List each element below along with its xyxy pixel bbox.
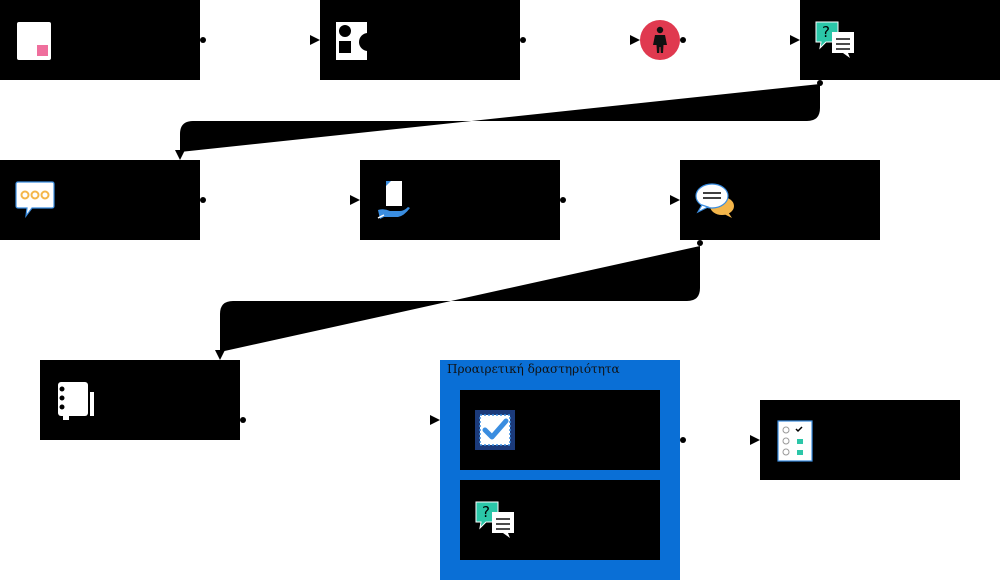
optional-activity-group[interactable]: Προαιρετική δραστηριότητα ?: [440, 360, 680, 580]
question-chat-icon: ?: [815, 21, 854, 58]
hand-document-icon: [377, 181, 410, 219]
connector-n2-n3: [520, 35, 640, 45]
connector-n6-n7: [560, 195, 680, 205]
svg-text:?: ?: [822, 23, 830, 41]
shapes-icon: [336, 22, 376, 60]
discussion-bubbles-icon: [695, 183, 734, 218]
notebook-icon: [58, 382, 94, 420]
checklist-icon: [777, 420, 813, 462]
optional-activity-label: Προαιρετική δραστηριότητα: [447, 362, 620, 376]
activity-node-7[interactable]: [680, 160, 880, 240]
svg-text:?: ?: [482, 503, 490, 521]
person-circle-icon[interactable]: [640, 20, 680, 60]
activity-node-1[interactable]: [0, 0, 200, 80]
connector-n1-n2: [200, 35, 320, 45]
activity-node-2[interactable]: [320, 0, 520, 80]
connector-group-n11: [680, 435, 760, 445]
document-pink-icon: [17, 22, 51, 60]
activity-node-4[interactable]: ?: [800, 0, 1000, 80]
connector-n4-n5: [175, 80, 823, 160]
activity-node-9[interactable]: [460, 390, 660, 470]
activity-node-11[interactable]: [760, 400, 960, 480]
activity-node-10[interactable]: ?: [460, 480, 660, 560]
speech-bubble-dots-icon: [15, 181, 55, 219]
connector-n5-n6: [200, 195, 360, 205]
activity-node-5[interactable]: [0, 160, 200, 240]
connector-n8-group: [240, 415, 440, 425]
activity-node-6[interactable]: [360, 160, 560, 240]
connector-n7-n8: [215, 240, 703, 360]
checkbox-stamp-icon: [475, 410, 515, 450]
activity-node-8[interactable]: [40, 360, 240, 440]
connector-n3-n4: [680, 35, 800, 45]
question-chat-icon: ?: [475, 501, 514, 538]
